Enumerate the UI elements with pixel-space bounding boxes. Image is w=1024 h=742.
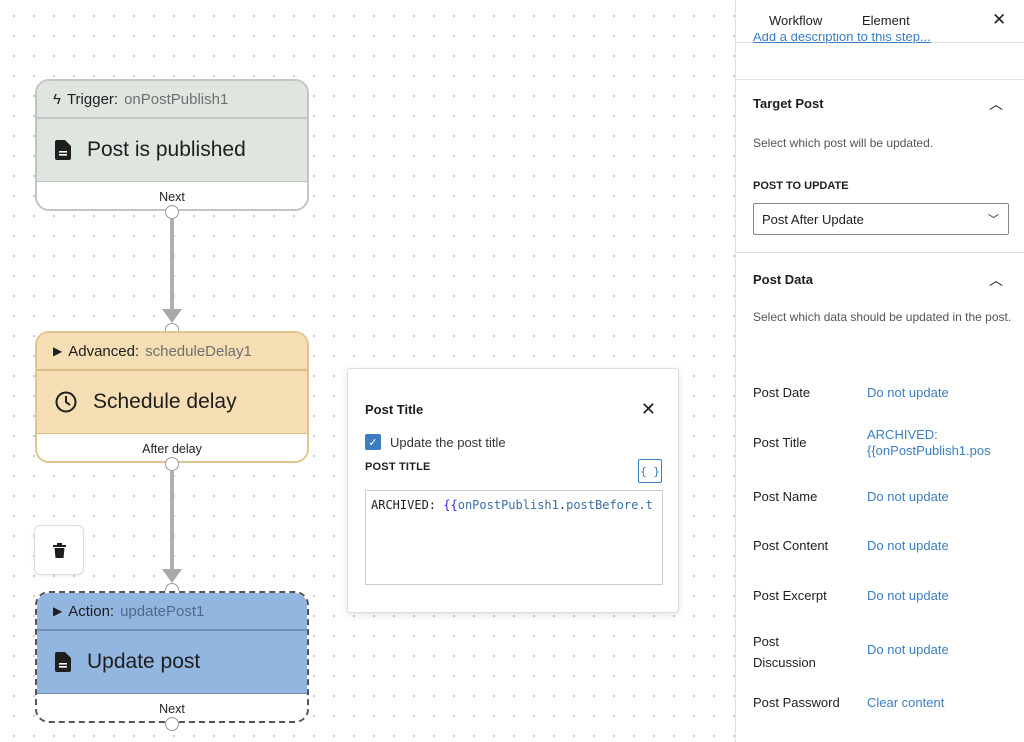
node-id: scheduleDelay1 xyxy=(145,342,252,360)
post-title-popover: Post Title ✕ ✓ Update the post title POS… xyxy=(347,368,679,613)
update-title-checkbox[interactable]: ✓ xyxy=(365,434,381,450)
play-icon: ▶ xyxy=(53,604,63,618)
close-icon[interactable]: ✕ xyxy=(992,10,1007,29)
code-text: ARCHIVED: xyxy=(371,498,437,512)
node-id: onPostPublish1 xyxy=(124,90,229,108)
code-variable: onPostPublish1 xyxy=(457,498,559,512)
chevron-down-icon: ﹀ xyxy=(988,214,999,226)
output-connector[interactable] xyxy=(165,457,179,471)
post-excerpt-value[interactable]: Do not update xyxy=(867,588,949,603)
node-type: Advanced: xyxy=(68,342,140,360)
section-title[interactable]: Post Data xyxy=(753,272,813,287)
document-icon xyxy=(55,652,71,672)
section-title[interactable]: Target Post xyxy=(753,96,824,111)
trigger-node[interactable]: ϟ Trigger: onPostPublish1 Post is publishe… xyxy=(35,79,309,211)
code-property: postBefore.t xyxy=(566,498,653,512)
chevron-up-icon[interactable]: ︿ xyxy=(989,96,1003,112)
check-icon: ✓ xyxy=(368,436,378,449)
arrow-icon xyxy=(162,309,182,323)
section-help: Select which data should be updated in t… xyxy=(753,310,1012,324)
post-to-update-select[interactable]: Post After Update ﹀ xyxy=(753,203,1009,235)
lightning-icon: ϟ xyxy=(53,90,61,108)
after-delay-output: After delay xyxy=(37,433,307,461)
row-label: Post Content xyxy=(753,538,829,553)
tab-element[interactable]: Element xyxy=(862,13,910,28)
node-type: Trigger: xyxy=(66,90,119,108)
row-label: Post Name xyxy=(753,489,818,504)
trash-icon xyxy=(52,542,66,558)
field-label: POST TITLE xyxy=(365,461,431,473)
checkbox-label[interactable]: Update the post title xyxy=(390,435,506,450)
post-name-value[interactable]: Do not update xyxy=(867,489,949,504)
action-node[interactable]: ▶ Action: updatePost1 Update post Next xyxy=(35,591,309,723)
row-label: Post Title xyxy=(753,435,807,450)
close-icon[interactable]: ✕ xyxy=(640,399,656,419)
post-data-section: Post Data ︿ Select which data should be … xyxy=(736,252,1024,742)
output-connector[interactable] xyxy=(165,717,179,731)
node-title: Update post xyxy=(87,650,201,673)
post-title-value[interactable]: ARCHIVED: {{onPostPublish1.pos xyxy=(867,427,991,458)
post-title-input[interactable]: ARCHIVED: {{onPostPublish1.postBefore.t xyxy=(365,490,663,585)
popover-title: Post Title xyxy=(365,402,424,417)
post-password-value[interactable]: Clear content xyxy=(867,695,945,710)
node-title: Schedule delay xyxy=(93,390,237,413)
insert-variable-button[interactable]: { } xyxy=(638,459,662,483)
code-dot: . xyxy=(558,498,567,512)
node-title: Post is published xyxy=(87,138,246,161)
connector-line xyxy=(170,219,174,311)
chevron-up-icon[interactable]: ︿ xyxy=(989,272,1003,288)
advanced-node[interactable]: ▶Advanced:scheduleDelay1 Schedule delay … xyxy=(35,331,309,463)
next-output: Next xyxy=(37,693,307,721)
add-description-link[interactable]: Add a description to this step... xyxy=(753,33,931,44)
delete-button[interactable] xyxy=(34,525,84,575)
tab-workflow[interactable]: Workflow xyxy=(769,13,823,28)
row-label: Post Excerpt xyxy=(753,588,827,603)
sidebar: Workflow Element ✕ Add a description to … xyxy=(735,0,1024,742)
node-id: updatePost1 xyxy=(120,602,205,620)
section-help: Select which post will be updated. xyxy=(753,136,934,150)
node-type: Action: xyxy=(68,602,115,620)
row-label: Post Discussion xyxy=(753,634,816,670)
post-content-value[interactable]: Do not update xyxy=(867,538,949,553)
document-icon xyxy=(55,140,71,160)
connector-line xyxy=(170,471,174,571)
row-label: Post Date xyxy=(753,385,811,400)
target-post-section: Target Post ︿ Select which post will be … xyxy=(736,79,1024,252)
next-output: Next xyxy=(37,181,307,209)
code-brace: {{ xyxy=(443,498,458,512)
field-label: POST TO UPDATE xyxy=(753,180,849,192)
play-icon: ▶ xyxy=(53,344,63,358)
workflow-canvas[interactable]: ϟ Trigger: onPostPublish1 Post is publishe… xyxy=(0,0,735,742)
post-date-value[interactable]: Do not update xyxy=(867,385,949,400)
row-label: Post Password xyxy=(753,695,840,710)
post-discussion-value[interactable]: Do not update xyxy=(867,642,949,657)
arrow-icon xyxy=(162,569,182,583)
select-value: Post After Update xyxy=(762,212,864,227)
output-connector[interactable] xyxy=(165,205,179,219)
clock-icon xyxy=(55,391,77,413)
sidebar-tabs: Workflow Element ✕ xyxy=(736,0,1024,43)
